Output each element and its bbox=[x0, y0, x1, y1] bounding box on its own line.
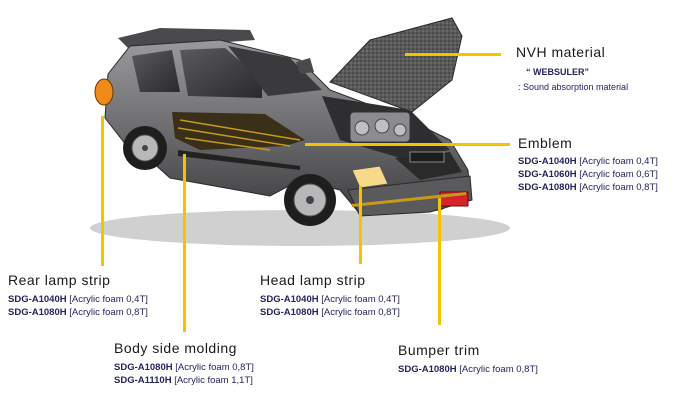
leader-nvh bbox=[405, 53, 501, 56]
nvh-title: NVH material bbox=[516, 44, 606, 60]
rear-lamp bbox=[94, 78, 114, 106]
hood bbox=[329, 17, 463, 113]
leader-body-side bbox=[183, 154, 186, 332]
side-mirror bbox=[296, 58, 314, 74]
body-side-spec-list: SDG-A1080H [Acrylic foam 0,8T] SDG-A1110… bbox=[114, 361, 254, 387]
head-lamp-title: Head lamp strip bbox=[260, 272, 366, 288]
windshield bbox=[228, 46, 322, 96]
body-side-molding-strip bbox=[178, 150, 300, 170]
nvh-description: : Sound absorption material bbox=[518, 82, 629, 92]
side-window bbox=[180, 48, 262, 98]
head-lamp-spec-list: SDG-A1040H [Acrylic foam 0,4T] SDG-A1080… bbox=[260, 293, 400, 319]
rear-lamp-spec-2: SDG-A1080H [Acrylic foam 0,8T] bbox=[8, 307, 148, 318]
body-side-spec-1: SDG-A1080H [Acrylic foam 0,8T] bbox=[114, 362, 254, 373]
leader-rear-lamp bbox=[101, 116, 104, 266]
nvh-brand: “ WEBSULER” bbox=[526, 67, 589, 77]
bumper-title: Bumper trim bbox=[398, 342, 480, 358]
rear-window bbox=[132, 50, 180, 92]
head-lamp bbox=[351, 165, 389, 189]
rear-lamp-spec-list: SDG-A1040H [Acrylic foam 0,4T] SDG-A1080… bbox=[8, 293, 148, 319]
emblem-plate bbox=[409, 151, 445, 163]
rear-wheel bbox=[123, 126, 167, 170]
leader-head-lamp bbox=[359, 186, 362, 264]
decal-stripes bbox=[177, 119, 301, 151]
emblem-spec-1: SDG-A1040H [Acrylic foam 0,4T] bbox=[518, 156, 658, 167]
leader-bumper bbox=[438, 198, 441, 325]
head-lamp-spec-2: SDG-A1080H [Acrylic foam 0,8T] bbox=[260, 307, 400, 318]
head-lamp-spec-1: SDG-A1040H [Acrylic foam 0,4T] bbox=[260, 294, 400, 305]
car-shadow bbox=[90, 210, 510, 246]
bumper-spec-1: SDG-A1080H [Acrylic foam 0,8T] bbox=[398, 364, 538, 375]
leader-emblem bbox=[305, 143, 510, 146]
body-side-spec-2: SDG-A1110H [Acrylic foam 1,1T] bbox=[114, 375, 253, 386]
emblem-spec-list: SDG-A1040H [Acrylic foam 0,4T] SDG-A1060… bbox=[518, 155, 658, 194]
engine bbox=[349, 111, 411, 143]
rear-lamp-spec-1: SDG-A1040H [Acrylic foam 0,4T] bbox=[8, 294, 148, 305]
front-wheel bbox=[284, 174, 336, 226]
emblem-title: Emblem bbox=[518, 135, 573, 151]
emblem-spec-3: SDG-A1080H [Acrylic foam 0,8T] bbox=[518, 182, 658, 193]
emblem-spec-2: SDG-A1060H [Acrylic foam 0,6T] bbox=[518, 169, 658, 180]
body-side-title: Body side molding bbox=[114, 340, 237, 356]
rear-lamp-title: Rear lamp strip bbox=[8, 272, 111, 288]
bumper-trim-strip bbox=[352, 192, 466, 207]
bumper-spec-list: SDG-A1080H [Acrylic foam 0,8T] bbox=[398, 363, 538, 376]
